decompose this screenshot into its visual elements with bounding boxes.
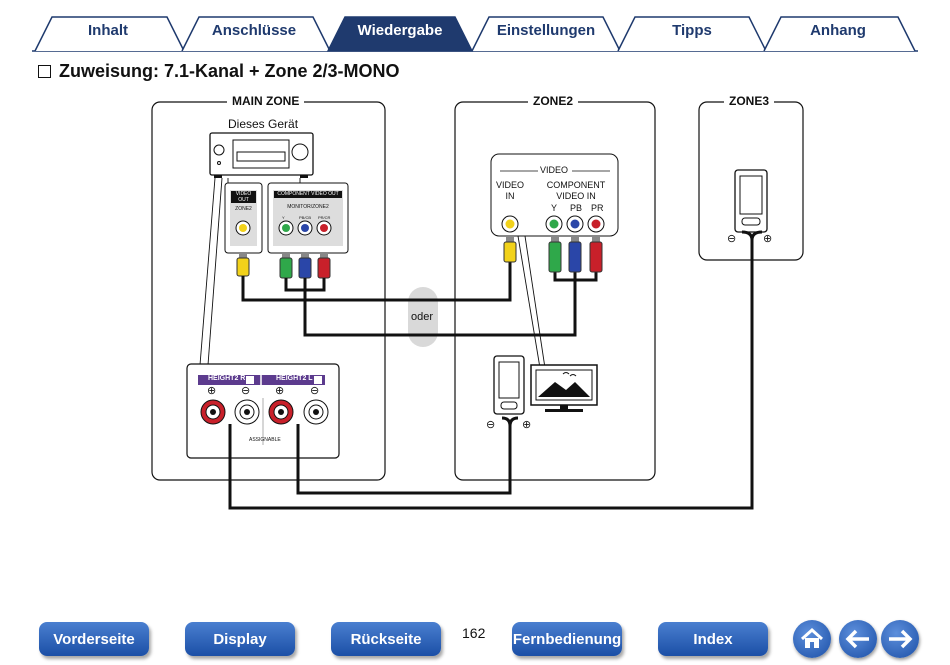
- pb-out-label: PB/CB: [299, 215, 312, 220]
- speaker-terminal-panel: [186, 363, 340, 459]
- component-video-in-label: COMPONENT VIDEO IN: [546, 180, 606, 201]
- tab-shape-anschluesse: [181, 16, 331, 52]
- tab-shape-einstellungen: [471, 16, 621, 52]
- index-button[interactable]: Index: [658, 622, 768, 656]
- speaker-cables: [228, 230, 763, 510]
- tv-icon: [530, 364, 598, 412]
- oder-pill: [408, 287, 438, 347]
- pb-in-label: PB: [570, 203, 583, 213]
- receiver-icon: [209, 132, 314, 178]
- arrow-left-icon: [845, 629, 869, 649]
- minus-icon: ⊖: [486, 419, 496, 431]
- oder-label: oder: [411, 311, 434, 323]
- plus-icon: ⊕: [763, 233, 773, 245]
- terminal-l-plus: [268, 399, 294, 425]
- zone2-out-label: ZONE2: [235, 206, 252, 212]
- tab-einstellungen[interactable]: Einstellungen: [496, 22, 596, 39]
- tab-inhalt[interactable]: Inhalt: [88, 22, 128, 39]
- device-label: Dieses Gerät: [228, 117, 299, 131]
- home-icon: [800, 627, 824, 648]
- minus-icon: ⊖: [310, 385, 320, 397]
- minus-icon: ⊖: [727, 233, 737, 245]
- assignable-label: ASSIGNABLE: [249, 437, 281, 443]
- section-heading: Zuweisung: 7.1-Kanal + Zone 2/3-MONO: [38, 61, 400, 82]
- tv-input-panel: [490, 153, 619, 237]
- video-cables: [241, 262, 598, 337]
- pr-out-label: PR/CR: [318, 215, 331, 220]
- tab-bar: Inhalt Anschlüsse Wiedergabe Einstellung…: [0, 0, 950, 56]
- plus-icon: ⊕: [207, 385, 217, 397]
- height2-l-label: HEIGHT2 L: [276, 375, 313, 382]
- component-video-out-label: COMPONENT VIDEO OUT: [277, 191, 339, 197]
- tab-shape-tipps: [617, 16, 767, 52]
- tab-shape-wiedergabe: [326, 16, 474, 52]
- component-video-out-panel: [267, 182, 349, 254]
- video-out-panel: [224, 182, 263, 254]
- y-in-label: Y: [551, 203, 558, 213]
- terminal-r-plus: [200, 399, 226, 425]
- zone2-speaker-icon: [493, 355, 525, 415]
- zone3-speaker-icon: [734, 169, 768, 233]
- tv-plugs: [503, 236, 603, 273]
- zone2-title: ZONE2: [528, 94, 579, 108]
- rear-panel-button[interactable]: Rückseite: [331, 622, 441, 656]
- home-button[interactable]: [793, 620, 831, 658]
- receiver-plugs: [236, 252, 331, 279]
- zone3-title: ZONE3: [724, 94, 775, 108]
- tab-shapes: [32, 16, 918, 52]
- page-number: 162: [462, 625, 486, 641]
- previous-page-button[interactable]: [839, 620, 877, 658]
- next-page-button[interactable]: [881, 620, 919, 658]
- tab-wiedergabe[interactable]: Wiedergabe: [357, 22, 443, 39]
- tab-anschluesse[interactable]: Anschlüsse: [211, 22, 297, 39]
- main-zone-title: MAIN ZONE: [227, 94, 305, 108]
- tab-tipps[interactable]: Tipps: [672, 22, 712, 39]
- front-panel-button[interactable]: Vorderseite: [39, 622, 149, 656]
- heading-text: Zuweisung: 7.1-Kanal + Zone 2/3-MONO: [59, 61, 400, 81]
- remote-control-button[interactable]: Fernbedienung: [512, 622, 622, 656]
- minus-icon: ⊖: [241, 385, 251, 397]
- pr-in-label: PR: [591, 203, 604, 213]
- monitor-zone2-label: MONITOR/ZONE2: [287, 204, 329, 210]
- tab-anhang[interactable]: Anhang: [810, 22, 866, 39]
- terminal-r-minus: [234, 399, 260, 425]
- terminal-l-minus: [303, 399, 329, 425]
- video-out-label: VIDEO OUT: [235, 191, 252, 203]
- checkbox-square-icon: [38, 65, 51, 78]
- video-in-label: VIDEO IN: [496, 180, 525, 201]
- video-group-label: VIDEO: [540, 165, 569, 175]
- plus-icon: ⊕: [275, 385, 285, 397]
- height2-r-label: HEIGHT2 R: [208, 375, 246, 382]
- tab-shape-anhang: [763, 16, 916, 52]
- plus-icon: ⊕: [522, 419, 532, 431]
- tab-shape-inhalt: [34, 16, 185, 52]
- y-out-label: Y: [282, 215, 285, 220]
- display-button[interactable]: Display: [185, 622, 295, 656]
- arrow-right-icon: [889, 629, 913, 649]
